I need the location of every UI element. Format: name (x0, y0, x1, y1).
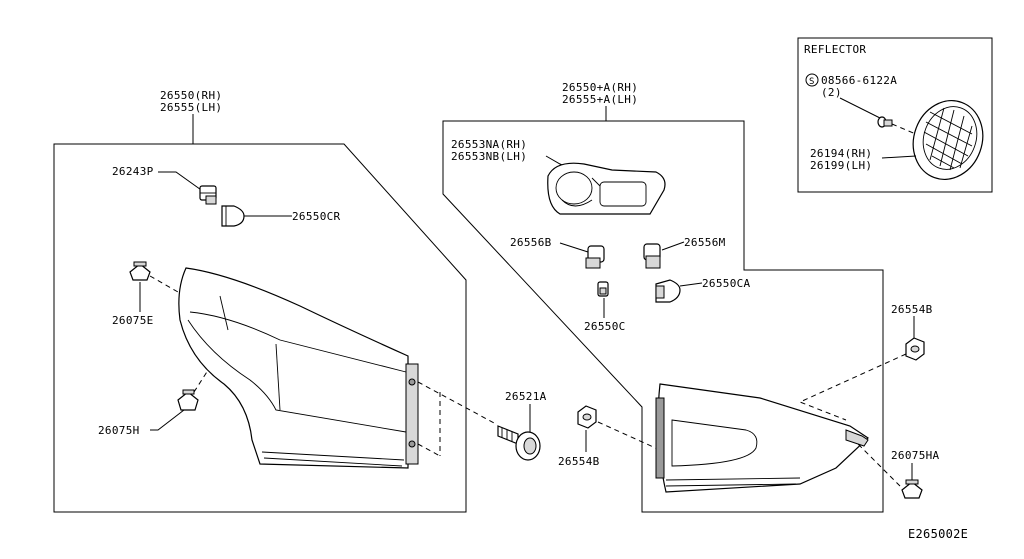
part-label-26550CR[interactable]: 26550CR (292, 210, 341, 223)
socket-icon (199, 185, 217, 205)
part-label-26194[interactable]: 26194(RH) (810, 147, 872, 160)
bolt-26521A: 26521A (497, 390, 547, 461)
diagram-id: E265002E (908, 527, 968, 541)
screw-qty: (2) (821, 86, 842, 99)
left-assembly-title-lh: 26555(LH) (160, 101, 222, 114)
right-assembly-frame (442, 120, 884, 513)
part-label-26075E[interactable]: 26075E (112, 314, 154, 327)
part-label-26553NB[interactable]: 26553NB(LH) (451, 150, 527, 163)
screw-symbol: S (809, 77, 814, 87)
inner-lamp-body (655, 383, 869, 493)
reflector-frame (797, 37, 993, 193)
part-label-26550C[interactable]: 26550C (584, 320, 626, 333)
bolt-icon (497, 425, 541, 461)
reflector-title: REFLECTOR (804, 43, 866, 56)
tail-lamp-body (178, 267, 419, 469)
socket-icon (643, 243, 661, 269)
part-label-26554B-right[interactable]: 26554B (891, 303, 933, 316)
left-assembly-frame (53, 143, 467, 513)
nut-icon (905, 337, 925, 361)
part-label-26553NA[interactable]: 26553NA(RH) (451, 138, 527, 151)
left-assembly-title-rh: 26550(RH) (160, 89, 222, 102)
bulb-icon (221, 205, 245, 227)
right-assembly-title-lh: 26555+A(LH) (562, 93, 638, 106)
screw-icon (877, 116, 893, 128)
bulb-icon (597, 281, 609, 297)
nut-26554B-right: 26554B (798, 303, 933, 421)
clip-icon (129, 261, 151, 281)
socket-icon (585, 245, 605, 269)
part-label-26556B[interactable]: 26556B (510, 236, 552, 249)
part-label-26075H[interactable]: 26075H (98, 424, 140, 437)
right-assembly: 26550+A(RH) 26555+A(LH) 26553NA(RH) 2655… (442, 81, 884, 513)
part-label-26199[interactable]: 26199(LH) (810, 159, 872, 172)
part-label-26554B-center[interactable]: 26554B (558, 455, 600, 468)
clip-26075HA: 26075HA (857, 443, 940, 499)
reflector-icon (912, 100, 984, 180)
housing-icon (547, 162, 666, 215)
bulb-icon (655, 279, 681, 303)
part-label-26556M[interactable]: 26556M (684, 236, 726, 249)
clip-icon (901, 479, 923, 499)
screw-symbol-icon (805, 73, 819, 87)
right-assembly-title-rh: 26550+A(RH) (562, 81, 638, 94)
part-label-26550CA[interactable]: 26550CA (702, 277, 751, 290)
nut-26554B-center: 26554B (558, 405, 661, 468)
nut-icon (577, 405, 597, 429)
part-label-26243P[interactable]: 26243P (112, 165, 154, 178)
part-label-08566-6122A[interactable]: 08566-6122A (821, 74, 897, 87)
reflector-box: REFLECTOR S 08566-6122A (2) (797, 37, 993, 193)
part-label-26521A[interactable]: 26521A (505, 390, 547, 403)
part-label-26075HA[interactable]: 26075HA (891, 449, 940, 462)
clip-icon (177, 389, 199, 411)
left-assembly: 26550(RH) 26555(LH) 26243P 26550CR 26075… (53, 89, 497, 513)
